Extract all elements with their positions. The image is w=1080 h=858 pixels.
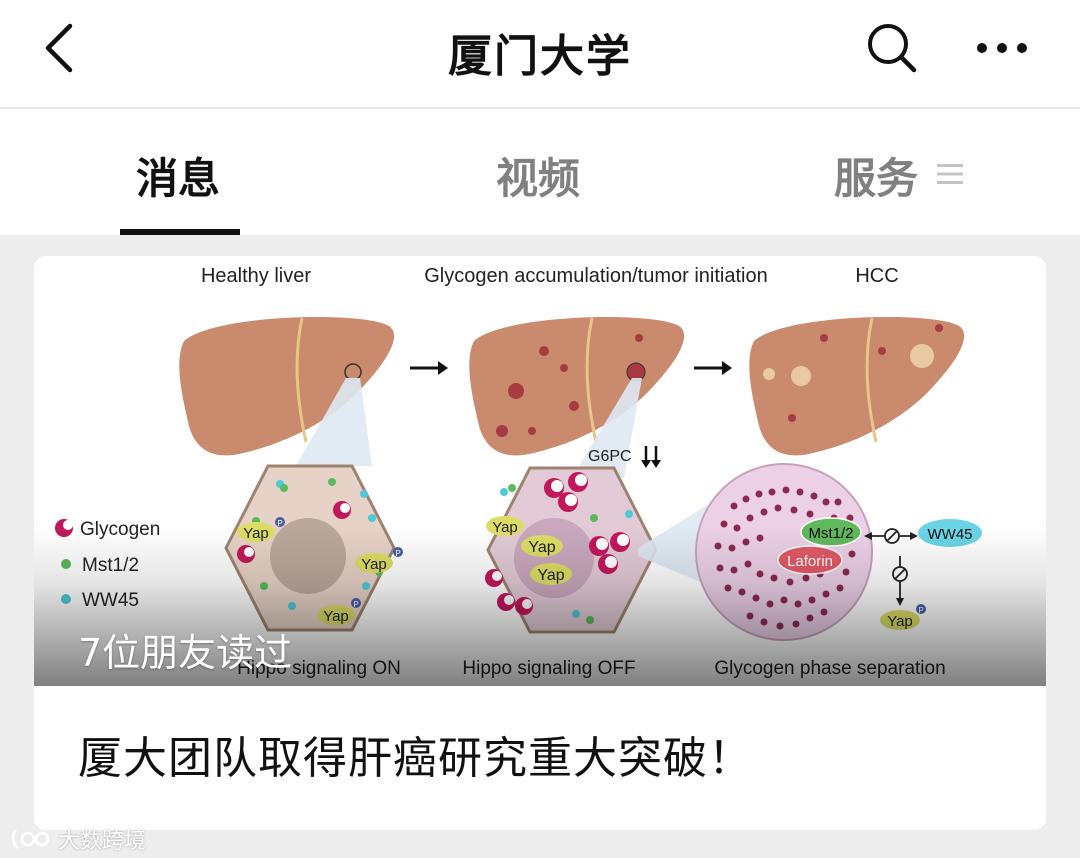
figure-legend: Glycogen Mst1/2 WW45	[55, 519, 160, 611]
watermark-text: 大数跨境	[58, 829, 147, 854]
caption-hippo-off: Hippo signaling OFF	[462, 658, 635, 679]
friends-read-count: 7位朋友读过	[78, 631, 293, 675]
phospho-label: P	[918, 606, 923, 615]
stage-label-healthy: Healthy liver	[201, 265, 311, 287]
yap-label: Yap	[537, 567, 564, 584]
menu-icon[interactable]	[937, 162, 963, 186]
yap-label: Yap	[887, 613, 913, 630]
search-icon[interactable]	[862, 18, 922, 78]
watermark: 大数跨境	[10, 825, 147, 854]
top-navigation-bar: 厦门大学	[0, 0, 1080, 108]
yap-label: Yap	[323, 608, 349, 625]
cell-hippo-on: Yap P Yap P Yap P	[224, 464, 403, 632]
inhibition-icon	[892, 556, 908, 606]
liver-hcc	[749, 317, 965, 456]
yap-label: Yap	[361, 556, 387, 573]
stage-label-accumulation: Glycogen accumulation/tumor initiation	[424, 265, 768, 287]
down-arrows-icon	[641, 446, 661, 468]
tab-video[interactable]: 视频	[496, 154, 581, 203]
yap-label: Yap	[492, 519, 518, 536]
yap-label: Yap	[528, 539, 555, 556]
ww45-badge-label: WW45	[928, 526, 973, 543]
arrow-right-icon	[410, 361, 448, 375]
legend-label: WW45	[82, 590, 139, 611]
tab-messages[interactable]: 消息	[136, 154, 221, 203]
tab-services[interactable]: 服务	[834, 154, 919, 203]
active-tab-indicator	[120, 229, 240, 235]
page-title: 厦门大学	[448, 31, 632, 82]
laforin-badge-label: Laforin	[787, 553, 833, 570]
phospho-label: P	[277, 519, 282, 528]
stage-label-hcc: HCC	[855, 265, 898, 287]
article-headline[interactable]: 厦大团队取得肝癌研究重大突破！	[78, 733, 753, 784]
phospho-label: P	[395, 549, 400, 558]
mst-badge-label: Mst1/2	[808, 525, 853, 542]
liver-accumulation	[469, 317, 685, 456]
legend-label: Glycogen	[80, 519, 160, 540]
legend-label: Mst1/2	[82, 555, 139, 576]
more-horizontal-icon[interactable]	[968, 26, 1036, 70]
channel-tabs: 消息 视频 服务	[0, 109, 1080, 235]
article-card[interactable]: Healthy liver Glycogen accumulation/tumo…	[34, 256, 1046, 830]
phospho-label: P	[353, 600, 358, 609]
g6pc-label: G6PC	[588, 448, 632, 465]
watermark-logo-icon	[12, 829, 50, 850]
yap-label: Yap	[243, 525, 269, 542]
chevron-left-icon[interactable]	[40, 22, 84, 74]
article-cover-figure: Healthy liver Glycogen accumulation/tumo…	[34, 256, 1046, 686]
cell-hippo-off: Yap Yap Yap	[485, 466, 658, 634]
arrow-right-icon	[694, 361, 732, 375]
phase-separation-detail: Mst1/2 Laforin	[695, 463, 873, 641]
caption-phase-separation: Glycogen phase separation	[714, 658, 945, 679]
